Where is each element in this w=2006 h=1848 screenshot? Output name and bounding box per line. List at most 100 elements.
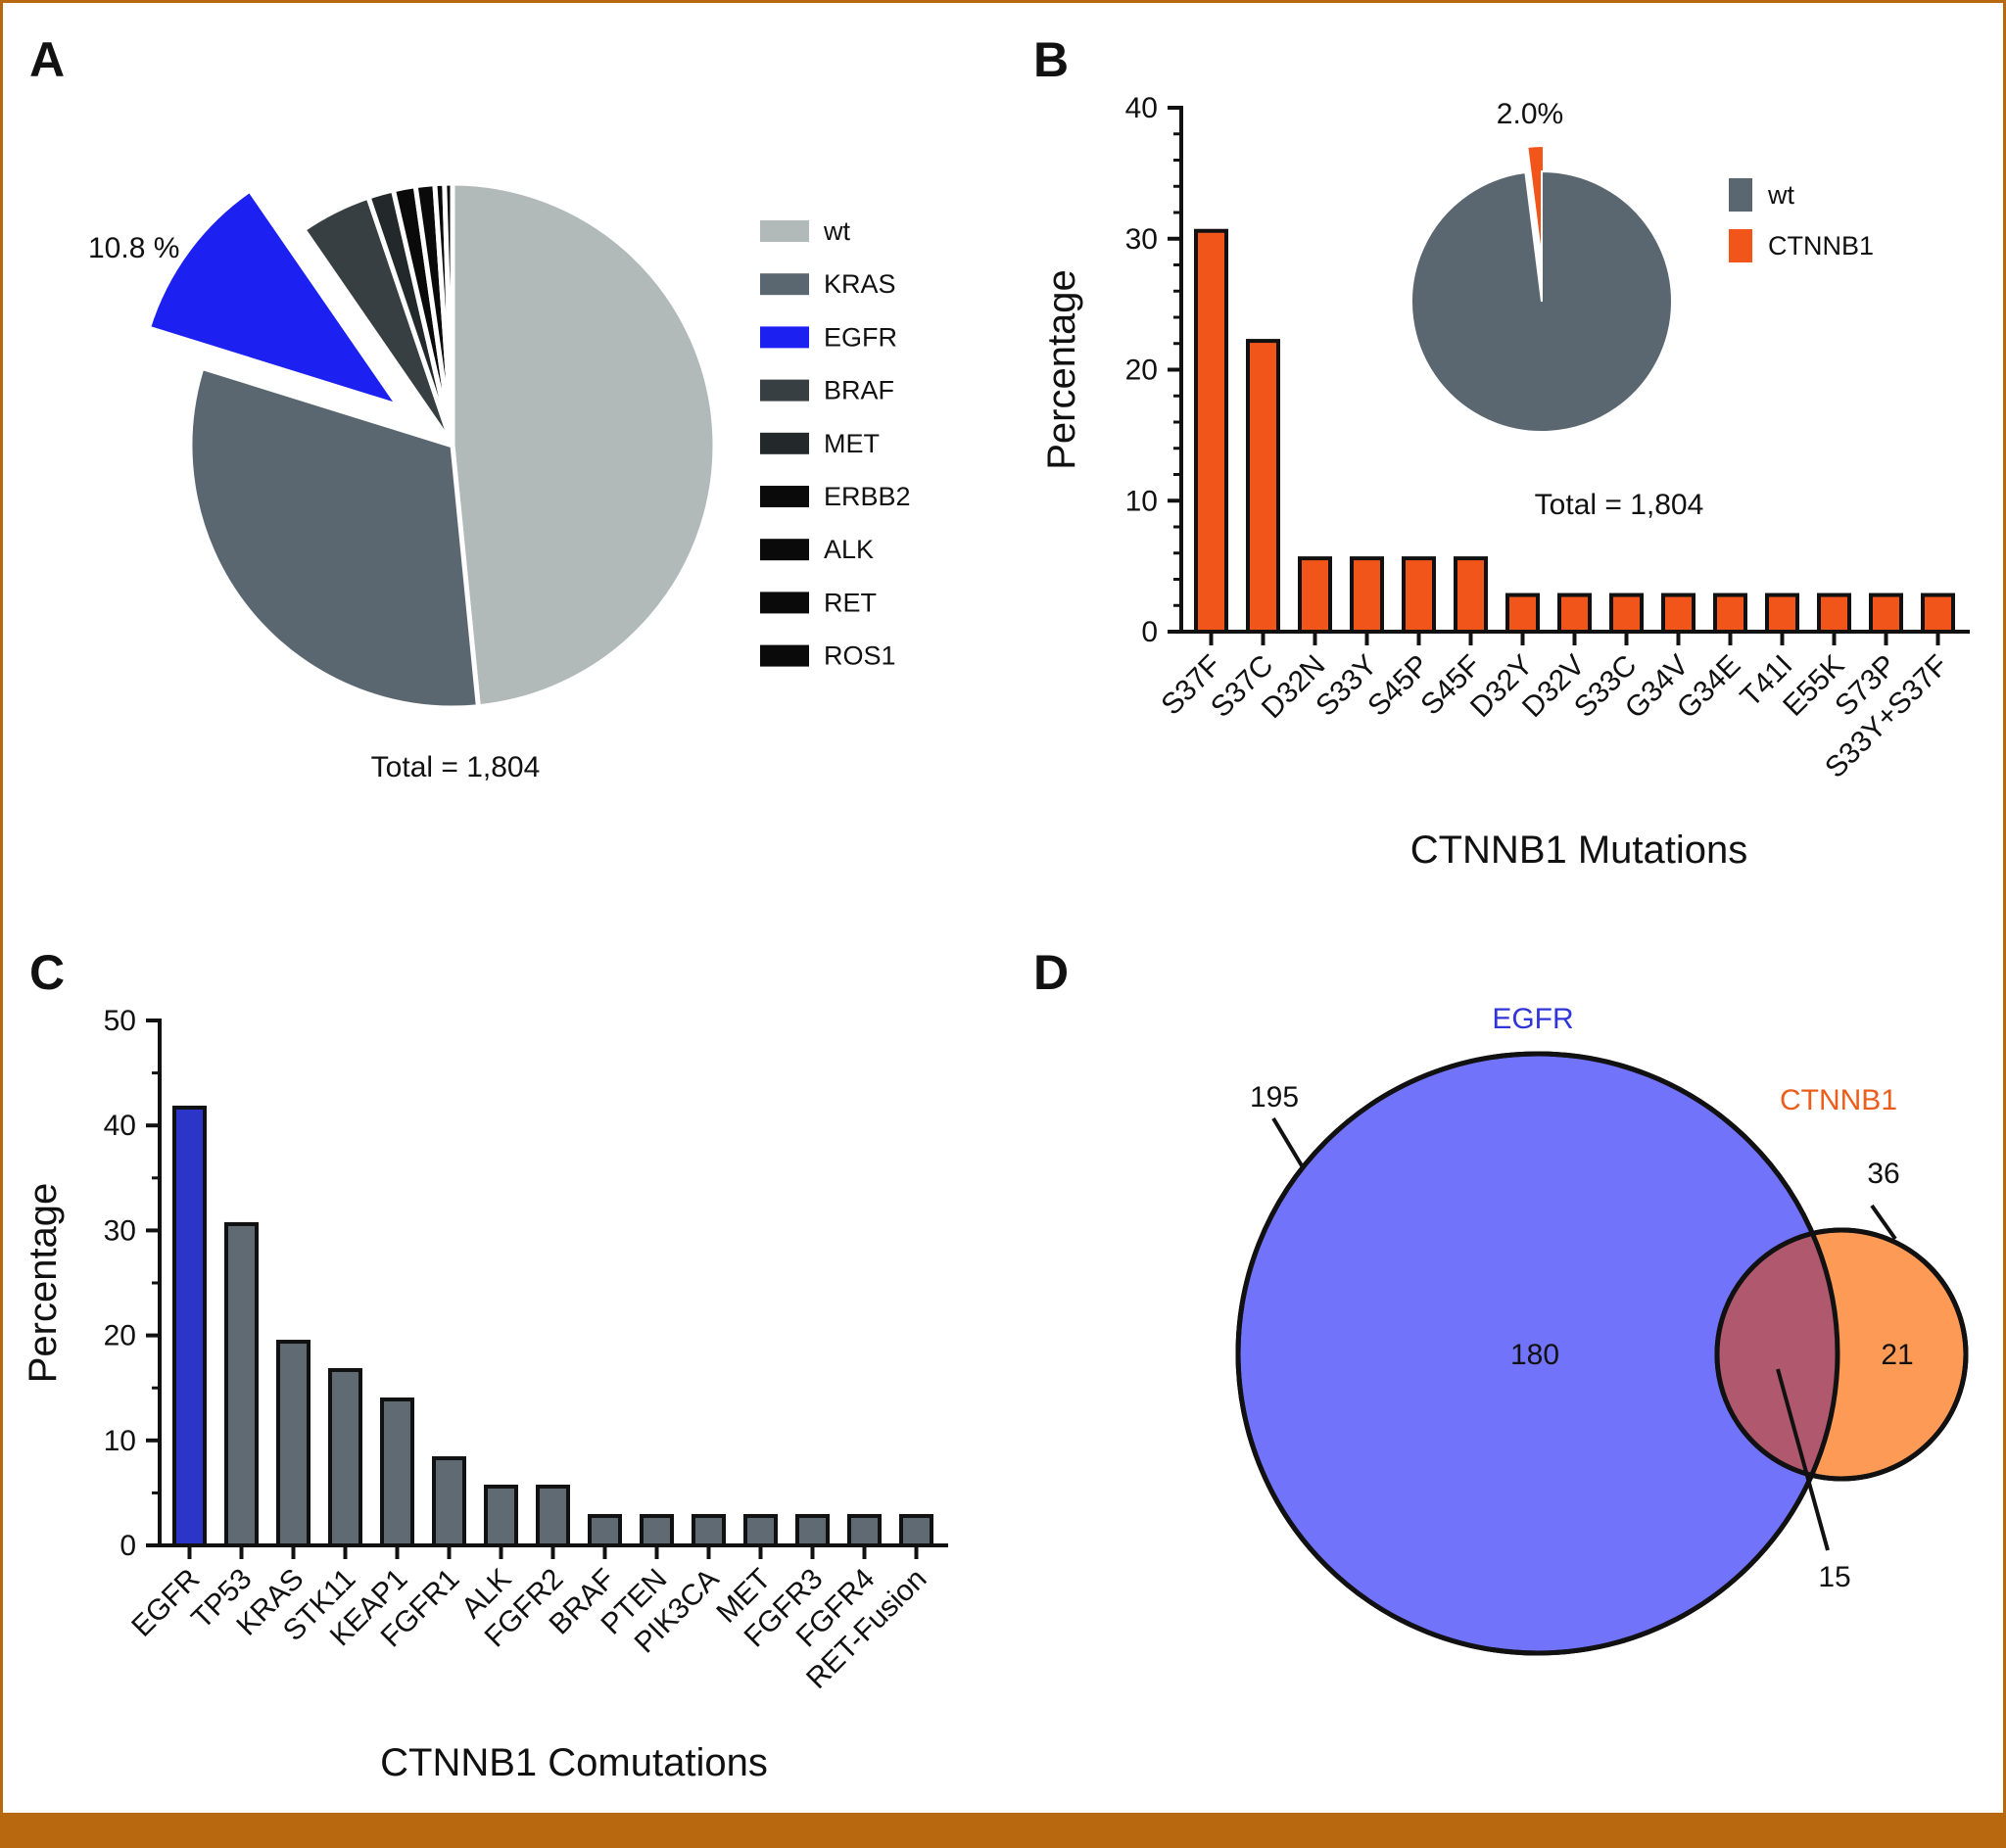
- b-bar-s73p: [1869, 592, 1903, 634]
- b-y-axis-title: Percentage: [1040, 269, 1083, 470]
- b-bar-d32n: [1298, 556, 1332, 634]
- inset-pie-slice-wt: [1410, 169, 1674, 433]
- legend-label-erbb2: ERBB2: [824, 482, 911, 511]
- venn-outline-ctnnb1: [1714, 1227, 1969, 1482]
- panel-letter-b: B: [1033, 32, 1069, 87]
- venn-egfr-only-count: 180: [1510, 1339, 1559, 1371]
- legend-swatch-egfr: [760, 326, 809, 349]
- c-bar-ret-fusion: [899, 1513, 933, 1548]
- venn-ctnnb1-only-count: 21: [1881, 1339, 1913, 1371]
- inset-legend-label-wt: wt: [1767, 180, 1794, 210]
- c-x-axis-title: CTNNB1 Comutations: [380, 1741, 768, 1784]
- c-y-tick-label: 10: [104, 1425, 136, 1457]
- legend-label-alk: ALK: [824, 535, 874, 564]
- panel-letter-c: C: [29, 945, 65, 1000]
- panel-letter-d: D: [1033, 945, 1069, 1000]
- b-bar-s33c: [1609, 592, 1644, 634]
- pie-slice-egfr: [145, 187, 402, 409]
- bottom-bar: [0, 1813, 2006, 1848]
- legend-swatch-alk: [760, 539, 809, 561]
- c-bar-fgfr3: [795, 1513, 830, 1548]
- c-bar-keap1: [380, 1397, 414, 1547]
- c-bar-fgfr4: [847, 1513, 882, 1548]
- b-bar-d32y: [1505, 592, 1540, 634]
- pie-total-caption: Total = 1,804: [371, 751, 541, 783]
- b-bar-g34e: [1713, 592, 1747, 634]
- c-bar-kras: [276, 1340, 310, 1547]
- b-bar-s45f: [1454, 556, 1488, 634]
- b-bar-s37c: [1246, 339, 1280, 634]
- c-y-tick-label: 0: [119, 1530, 136, 1562]
- c-y-axis-title: Percentage: [22, 1183, 65, 1384]
- inset-pie-total-caption: Total = 1,804: [1535, 489, 1704, 521]
- b-y-tick-label: 30: [1125, 223, 1158, 256]
- b-y-tick-label: 0: [1141, 616, 1158, 648]
- legend-label-kras: KRAS: [824, 269, 896, 299]
- c-bar-met: [743, 1513, 778, 1548]
- legend-swatch-ret: [760, 592, 809, 614]
- legend-swatch-kras: [760, 273, 809, 296]
- b-bar-s45p: [1402, 556, 1436, 634]
- b-bar-g34v: [1661, 592, 1696, 634]
- c-bar-fgfr1: [432, 1456, 466, 1548]
- legend-label-egfr: EGFR: [824, 322, 897, 352]
- venn-set-label-ctnnb1: CTNNB1: [1780, 1084, 1897, 1116]
- b-y-tick-label: 40: [1125, 92, 1158, 124]
- legend-swatch-braf: [760, 379, 809, 402]
- venn-total-ctnnb1: 36: [1867, 1158, 1899, 1190]
- panel-d-venn-diagram: EGFR CTNNB1 195 36 180 21 15: [1235, 1003, 1969, 1656]
- legend-swatch-ros1: [760, 644, 809, 667]
- pie-slice-wt: [450, 180, 718, 710]
- venn-leader-overlap: [1776, 1368, 1830, 1551]
- c-y-tick-label: 20: [104, 1320, 136, 1352]
- legend-label-braf: BRAF: [824, 376, 894, 405]
- legend-label-ros1: ROS1: [824, 641, 896, 671]
- b-x-axis-title: CTNNB1 Mutations: [1410, 829, 1748, 872]
- legend-swatch-met: [760, 432, 809, 454]
- b-bar-d32v: [1557, 592, 1592, 634]
- panel-b-bar-chart: 010203040S37FS37CD32NS33YS45PS45FD32YD32…: [1040, 92, 1970, 872]
- pie-slice-label-egfr: 10.8 %: [88, 232, 179, 264]
- legend-swatch-erbb2: [760, 486, 809, 507]
- inset-legend-swatch-wt: [1729, 178, 1752, 212]
- b-bar-s37f: [1194, 228, 1228, 634]
- venn-overlap-region: [1717, 1230, 1838, 1479]
- venn-total-egfr: 195: [1250, 1081, 1299, 1114]
- c-bar-tp53: [224, 1221, 259, 1548]
- c-y-tick-label: 50: [104, 1005, 136, 1037]
- venn-overlap-count: 15: [1818, 1561, 1850, 1593]
- pie-slice-ros1: [442, 180, 455, 449]
- b-y-tick-label: 20: [1125, 355, 1158, 387]
- b-bar-t41i: [1765, 592, 1799, 634]
- inset-pie-slice-label: 2.0%: [1497, 98, 1563, 130]
- legend-label-ret: RET: [824, 588, 877, 617]
- b-bar-s33y: [1350, 556, 1384, 634]
- panel-c-bar-chart: 01020304050EGFRTP53KRASSTK11KEAP1FGFR1AL…: [22, 1005, 948, 1784]
- c-bar-stk11: [328, 1367, 362, 1547]
- c-bar-pten: [640, 1513, 674, 1548]
- c-bar-fgfr2: [536, 1484, 570, 1548]
- venn-leader-egfr: [1271, 1116, 1305, 1169]
- c-bar-alk: [484, 1484, 518, 1548]
- legend-label-met: MET: [824, 429, 880, 458]
- b-y-tick-label: 10: [1125, 485, 1158, 517]
- inset-legend-swatch-ctnnb1: [1729, 229, 1752, 262]
- b-x-tick-label-s45p: S45P: [1361, 649, 1435, 723]
- legend-swatch-wt: [760, 220, 809, 242]
- c-bar-egfr: [172, 1105, 207, 1547]
- venn-leader-ctnnb1: [1870, 1204, 1897, 1241]
- legend-label-wt: wt: [823, 216, 850, 246]
- venn-set-label-egfr: EGFR: [1492, 1003, 1573, 1035]
- b-bar-s33y-s37f: [1921, 592, 1955, 634]
- c-bar-braf: [588, 1513, 622, 1548]
- pie-slice-kras: [187, 364, 481, 711]
- c-y-tick-label: 40: [104, 1110, 136, 1142]
- inset-pie-slice-ctnnb1: [1526, 144, 1545, 277]
- c-bar-pik3ca: [692, 1513, 726, 1548]
- b-bar-e55k: [1817, 592, 1851, 634]
- c-y-tick-label: 30: [104, 1214, 136, 1247]
- inset-legend-label-ctnnb1: CTNNB1: [1768, 231, 1874, 261]
- venn-outline-egfr: [1235, 1051, 1840, 1656]
